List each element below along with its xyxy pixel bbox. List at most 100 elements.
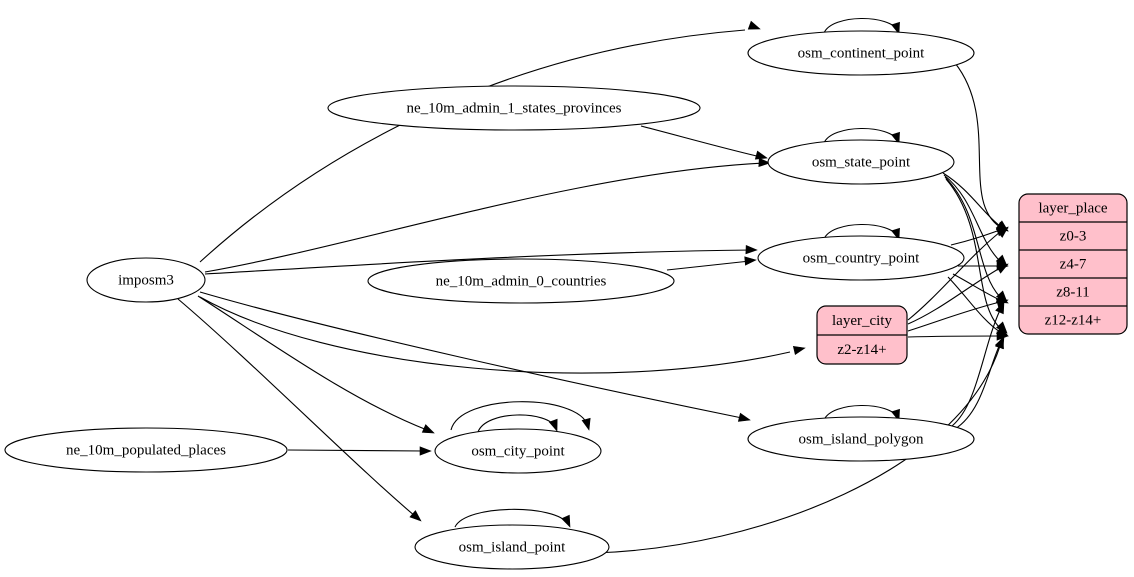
edge-imposm3-to-osm_state_point xyxy=(204,157,771,273)
node-shape-ne_10m_admin_0_countries[interactable] xyxy=(367,258,675,304)
node-label-osm_state_point: osm_state_point xyxy=(812,154,911,170)
arrowhead-icon xyxy=(421,424,435,434)
arrowhead-icon xyxy=(995,301,1005,315)
record-row-label-layer_place-z4-7: z4-7 xyxy=(1060,256,1087,272)
record-row-layer_place-z12[interactable] xyxy=(1019,306,1127,334)
record-row-layer_city-z2[interactable] xyxy=(817,335,907,364)
arrowhead-icon xyxy=(745,244,758,255)
node-ne_10m_populated_places[interactable]: ne_10m_populated_places xyxy=(4,427,288,473)
edges-layer xyxy=(177,17,1009,554)
edge-layer_city-z2-to-layer_place-z4-7 xyxy=(907,263,1009,325)
node-shape-osm_city_point[interactable] xyxy=(434,428,602,474)
nodes-layer: imposm3 ne_10m_admin_1_states_provincesne… xyxy=(4,30,975,570)
record-row-label-layer_place-title: layer_place xyxy=(1038,200,1107,216)
arrowhead-icon xyxy=(548,418,558,432)
edge-osm_state_point-to-layer_place-z0-3 xyxy=(942,172,1009,232)
node-osm_country_point[interactable]: osm_country_point xyxy=(757,235,965,281)
edge-osm_state_point-to-osm_state_point xyxy=(823,127,900,145)
arrowhead-icon xyxy=(996,226,1009,238)
self-loop-path xyxy=(450,401,589,431)
node-label-imposm3: imposm3 xyxy=(118,272,174,288)
edge-osm_island_point-to-osm_island_point xyxy=(454,508,571,528)
record-row-layer_place-title[interactable] xyxy=(1019,194,1127,222)
node-imposm3[interactable]: imposm3 xyxy=(86,257,206,303)
edge-path xyxy=(177,298,416,517)
record-row-layer_place-z0-3[interactable] xyxy=(1019,222,1127,250)
edge-imposm3-to-layer_city-z2 xyxy=(199,296,806,374)
arrowhead-icon xyxy=(737,412,751,422)
node-label-osm_country_point: osm_country_point xyxy=(803,250,920,266)
edge-osm_continent_point-to-osm_continent_point xyxy=(823,17,900,35)
node-label-ne_10m_admin_0_countries: ne_10m_admin_0_countries xyxy=(436,273,607,289)
edge-path xyxy=(204,249,753,275)
node-osm_island_polygon[interactable]: osm_island_polygon xyxy=(747,416,975,462)
edge-layer_city-z2-to-layer_place-z0-3 xyxy=(907,226,1009,321)
edge-path xyxy=(640,125,762,158)
node-shape-osm_island_polygon[interactable] xyxy=(747,416,975,462)
node-osm_state_point[interactable]: osm_state_point xyxy=(767,139,955,185)
edge-path xyxy=(199,29,746,263)
arrowhead-icon xyxy=(995,263,1009,274)
edge-osm_city_point-to-osm_city_point xyxy=(477,414,558,433)
edge-imposm3-to-osm_continent_point xyxy=(199,20,761,263)
arrowhead-icon xyxy=(995,336,1004,350)
node-ne_10m_admin_1_states_provinces[interactable]: ne_10m_admin_1_states_provinces xyxy=(327,85,701,131)
arrowhead-icon xyxy=(758,157,771,168)
edge-path xyxy=(199,296,791,374)
arrowhead-icon xyxy=(419,446,432,456)
record-row-label-layer_place-z12: z12-z14+ xyxy=(1045,312,1102,328)
edge-path xyxy=(593,345,1001,554)
edge-path xyxy=(951,309,1001,427)
edge-osm_state_point-to-layer_place-z8-11 xyxy=(944,176,1008,303)
node-shape-osm_state_point[interactable] xyxy=(767,139,955,185)
record-layer_city[interactable]: layer_cityz2-z14+ xyxy=(816,305,908,365)
edge-path xyxy=(907,335,1001,338)
node-label-osm_continent_point: osm_continent_point xyxy=(798,45,925,61)
edge-layer_city-z2-to-layer_place-z8-11 xyxy=(907,298,1009,332)
node-label-ne_10m_populated_places: ne_10m_populated_places xyxy=(66,442,226,458)
node-shape-osm_country_point[interactable] xyxy=(757,235,965,281)
arrowhead-icon xyxy=(891,21,900,35)
records-layer: layer_place z0-3 z4-7 z8-11 z12-z14+ layer_ci… xyxy=(816,193,1128,365)
record-row-label-layer_place-z0-3: z0-3 xyxy=(1060,228,1087,244)
arrowhead-icon xyxy=(891,131,900,145)
self-loop-path xyxy=(454,508,569,528)
node-osm_city_point[interactable]: osm_city_point xyxy=(434,428,602,474)
record-body-layer_place[interactable] xyxy=(1018,193,1128,335)
node-shape-ne_10m_admin_1_states_provinces[interactable] xyxy=(327,85,701,131)
record-row-layer_place-z8-11[interactable] xyxy=(1019,278,1127,306)
record-row-layer_place-z4-7[interactable] xyxy=(1019,250,1127,278)
edge-path xyxy=(950,229,1001,246)
edge-osm_island_polygon-to-layer_place-z8-11 xyxy=(951,301,1005,427)
edge-path xyxy=(197,295,428,431)
node-shape-imposm3[interactable] xyxy=(86,257,206,303)
edge-path xyxy=(204,162,766,273)
node-osm_island_point[interactable]: osm_island_point xyxy=(414,524,610,570)
edge-path xyxy=(199,291,743,419)
edge-ne_10m_admin_0_countries-to-osm_country_point xyxy=(666,256,757,271)
edge-imposm3-to-osm_island_polygon xyxy=(199,291,751,422)
node-shape-osm_island_point[interactable] xyxy=(414,524,610,570)
edge-imposm3-to-osm_country_point xyxy=(204,244,758,275)
node-label-ne_10m_admin_1_states_provinces: ne_10m_admin_1_states_provinces xyxy=(407,100,622,116)
edge-layer_city-z2-to-layer_place-z12-z14 xyxy=(907,331,1009,341)
arrowhead-icon xyxy=(747,20,761,30)
node-ne_10m_admin_0_countries[interactable]: ne_10m_admin_0_countries xyxy=(367,258,675,304)
arrowhead-icon xyxy=(744,256,757,266)
record-layer_place[interactable]: layer_place z0-3 z4-7 z8-11 z12-z14+ xyxy=(1018,193,1128,335)
arrowhead-icon xyxy=(561,514,571,528)
edge-ne_10m_admin_1_states_provinces-to-osm_state_point xyxy=(640,125,768,160)
node-shape-osm_continent_point[interactable] xyxy=(747,30,975,76)
arrowhead-icon xyxy=(792,346,806,356)
edge-path xyxy=(907,231,1001,321)
arrowhead-icon xyxy=(754,150,768,160)
edge-path xyxy=(907,267,1001,325)
record-row-label-layer_place-z8-11: z8-11 xyxy=(1056,284,1090,300)
record-row-layer_city-title[interactable] xyxy=(817,306,907,335)
edge-osm_island_point-to-layer_place-z12-z14 xyxy=(593,336,1004,554)
node-shape-ne_10m_populated_places[interactable] xyxy=(4,427,288,473)
node-label-osm_city_point: osm_city_point xyxy=(471,443,565,459)
edge-path xyxy=(907,301,1001,332)
node-osm_continent_point[interactable]: osm_continent_point xyxy=(747,30,975,76)
